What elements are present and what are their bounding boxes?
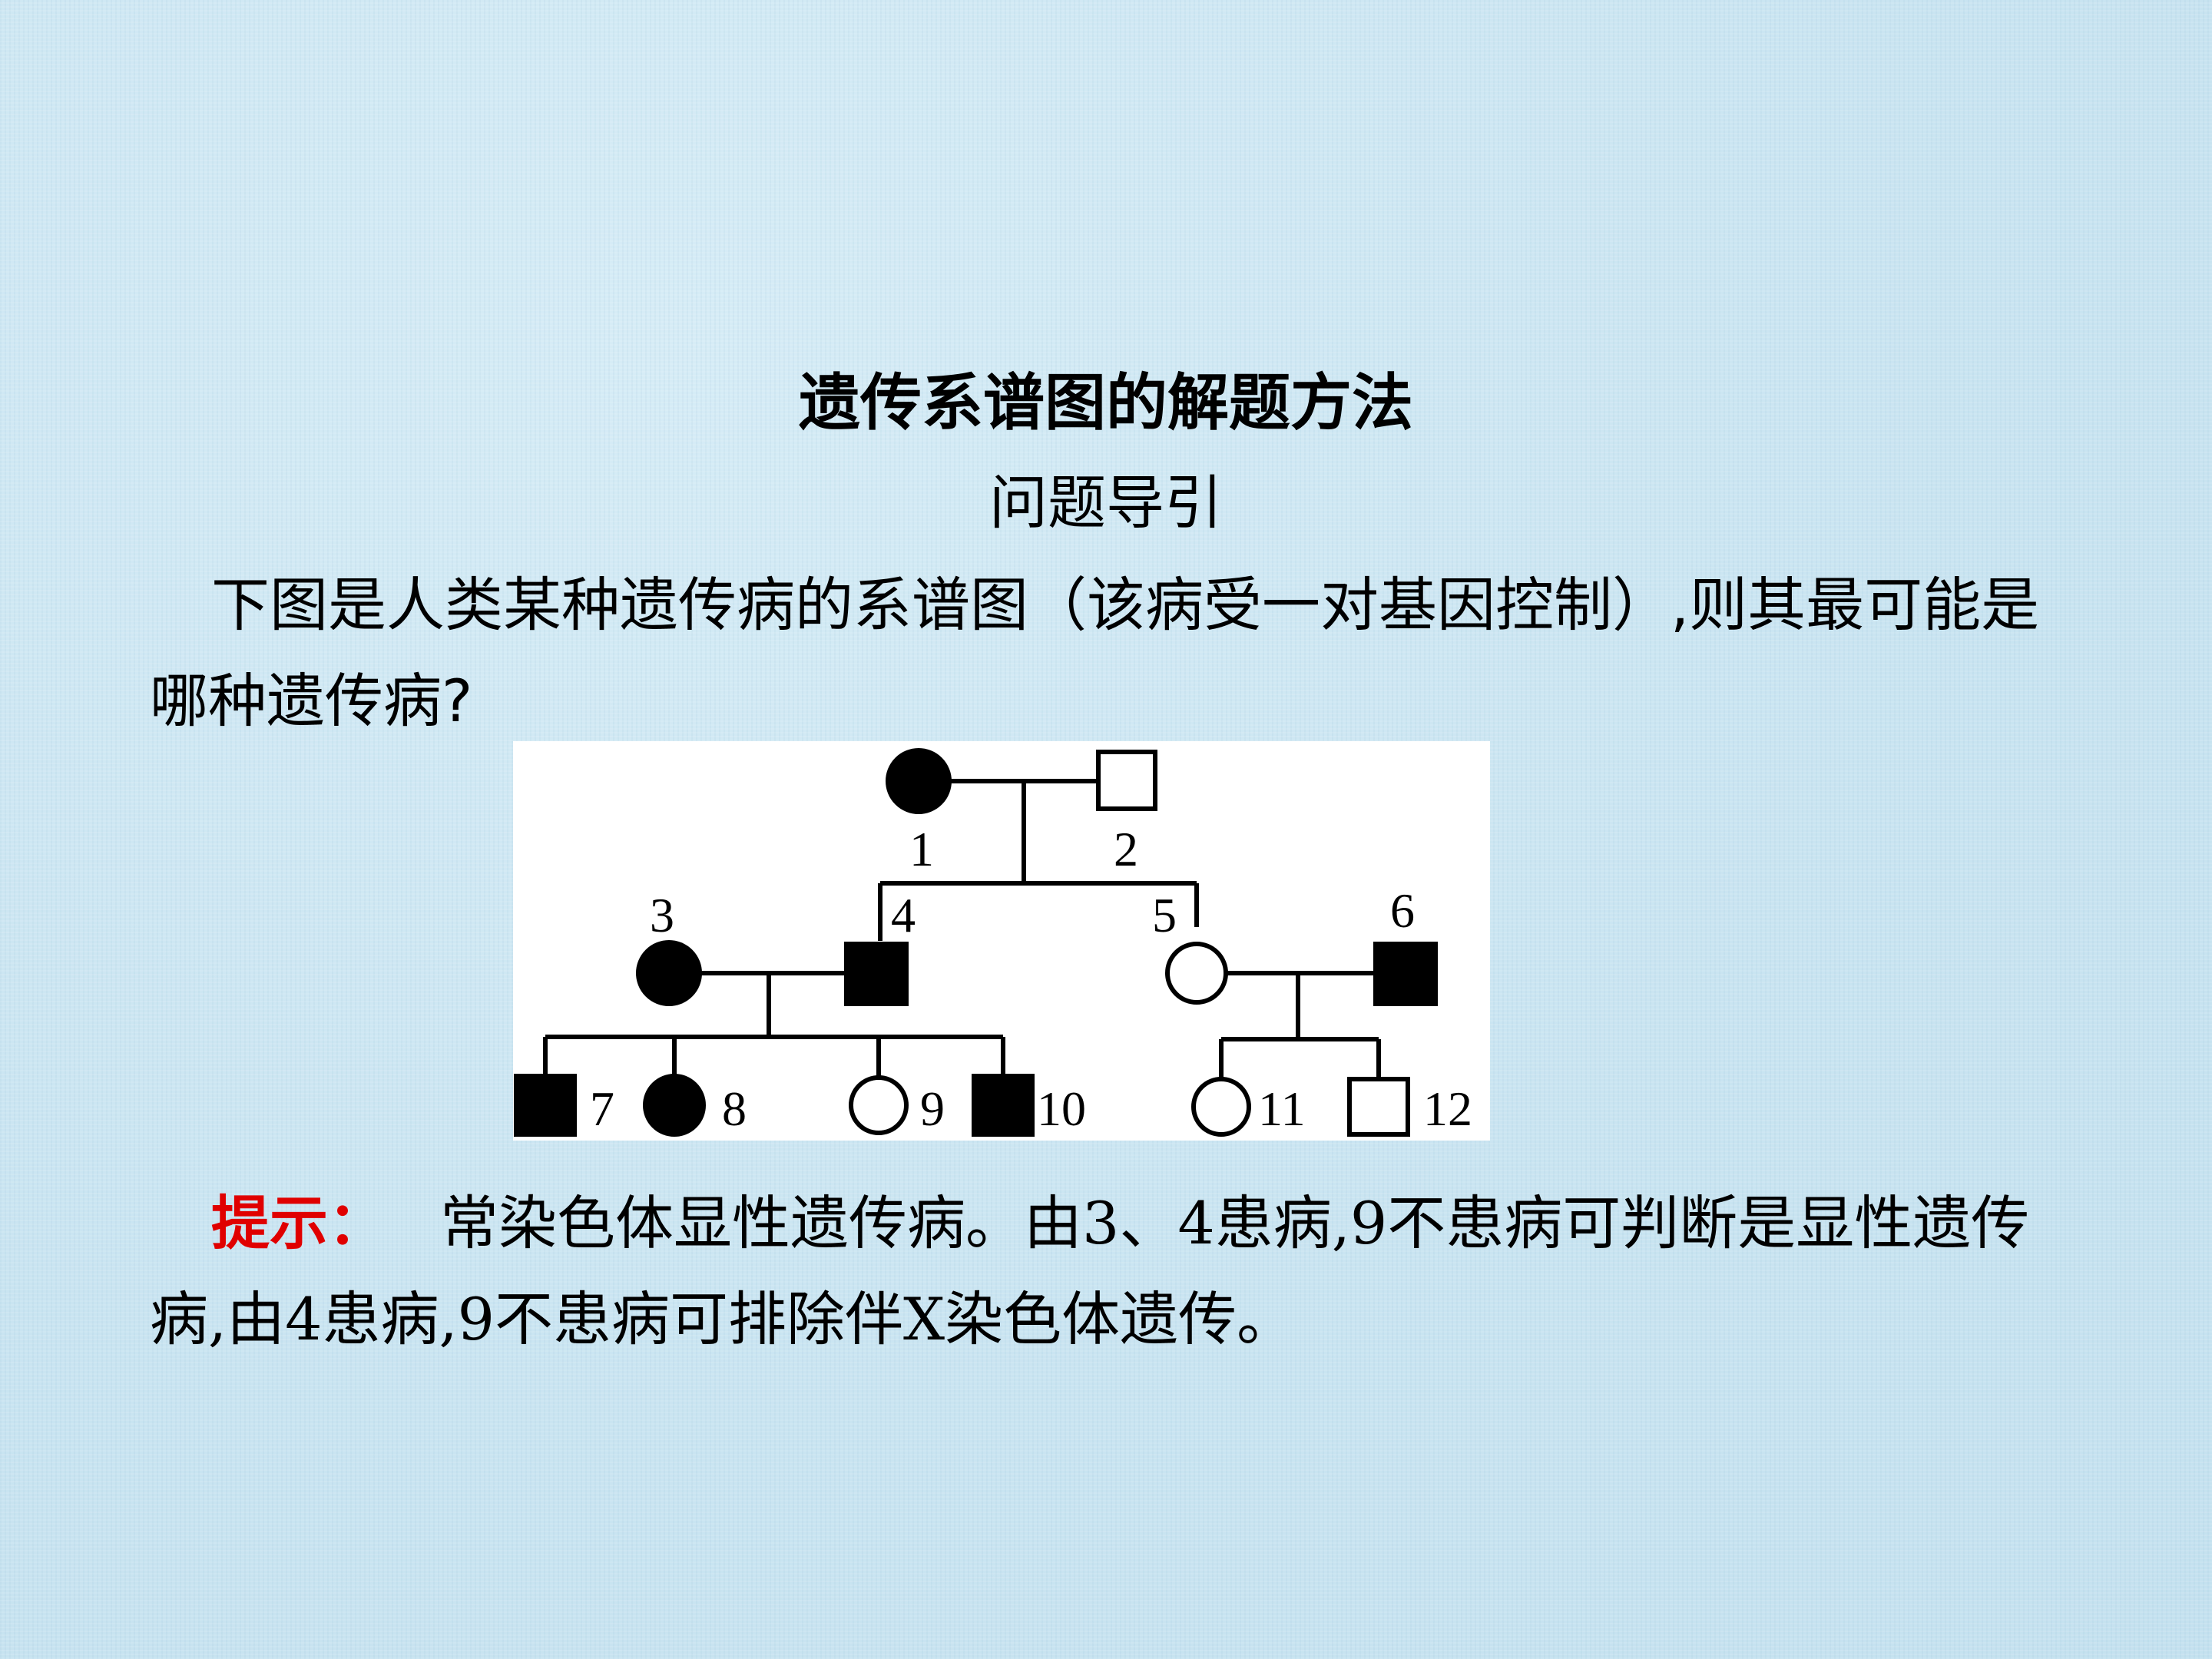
hint-label: 提示： xyxy=(211,1189,386,1257)
individual-7-affected-male xyxy=(514,1074,577,1137)
label-9: 9 xyxy=(920,1081,945,1136)
individual-2-unaffected-male xyxy=(1096,750,1157,811)
individual-11-unaffected-female xyxy=(1191,1077,1251,1137)
label-6: 6 xyxy=(1390,883,1415,938)
hint-paragraph: 提示：常染色体显性遗传病。由3、4患病,9不患病可判断是显性遗传病,由4患病,9… xyxy=(150,1175,2085,1367)
label-12: 12 xyxy=(1423,1081,1472,1136)
hint-text: 常染色体显性遗传病。由3、4患病,9不患病可判断是显性遗传病,由4患病,9不患病… xyxy=(150,1189,2030,1353)
label-11: 11 xyxy=(1258,1081,1306,1136)
label-5: 5 xyxy=(1152,888,1177,942)
label-2: 2 xyxy=(1114,822,1138,876)
individual-4-affected-male xyxy=(844,942,909,1006)
slide-subtitle: 问题导引 xyxy=(989,469,1223,537)
label-7: 7 xyxy=(590,1081,614,1136)
label-3: 3 xyxy=(650,888,674,942)
individual-9-unaffected-female xyxy=(849,1075,909,1135)
label-8: 8 xyxy=(722,1081,747,1136)
label-1: 1 xyxy=(909,822,934,876)
individual-1-affected-female xyxy=(886,748,952,814)
label-10: 10 xyxy=(1037,1081,1086,1136)
pedigree-chart: 1 2 3 4 5 6 7 8 9 10 11 12 xyxy=(513,741,1490,1141)
individual-5-unaffected-female xyxy=(1165,942,1228,1005)
individual-3-affected-female xyxy=(636,940,702,1006)
individual-6-affected-male xyxy=(1373,942,1438,1006)
pedigree-svg: 1 2 3 4 5 6 7 8 9 10 11 12 xyxy=(514,748,1472,1137)
question-text: 下图是人类某种遗传病的系谱图（该病受一对基因控制）,则其最可能是哪种遗传病? xyxy=(150,571,2040,735)
slide-title: 遗传系谱图的解题方法 xyxy=(799,367,1413,439)
label-4: 4 xyxy=(891,888,916,942)
individual-12-unaffected-male xyxy=(1347,1077,1410,1137)
individual-10-affected-male xyxy=(972,1074,1035,1137)
individual-8-affected-female xyxy=(643,1074,706,1137)
